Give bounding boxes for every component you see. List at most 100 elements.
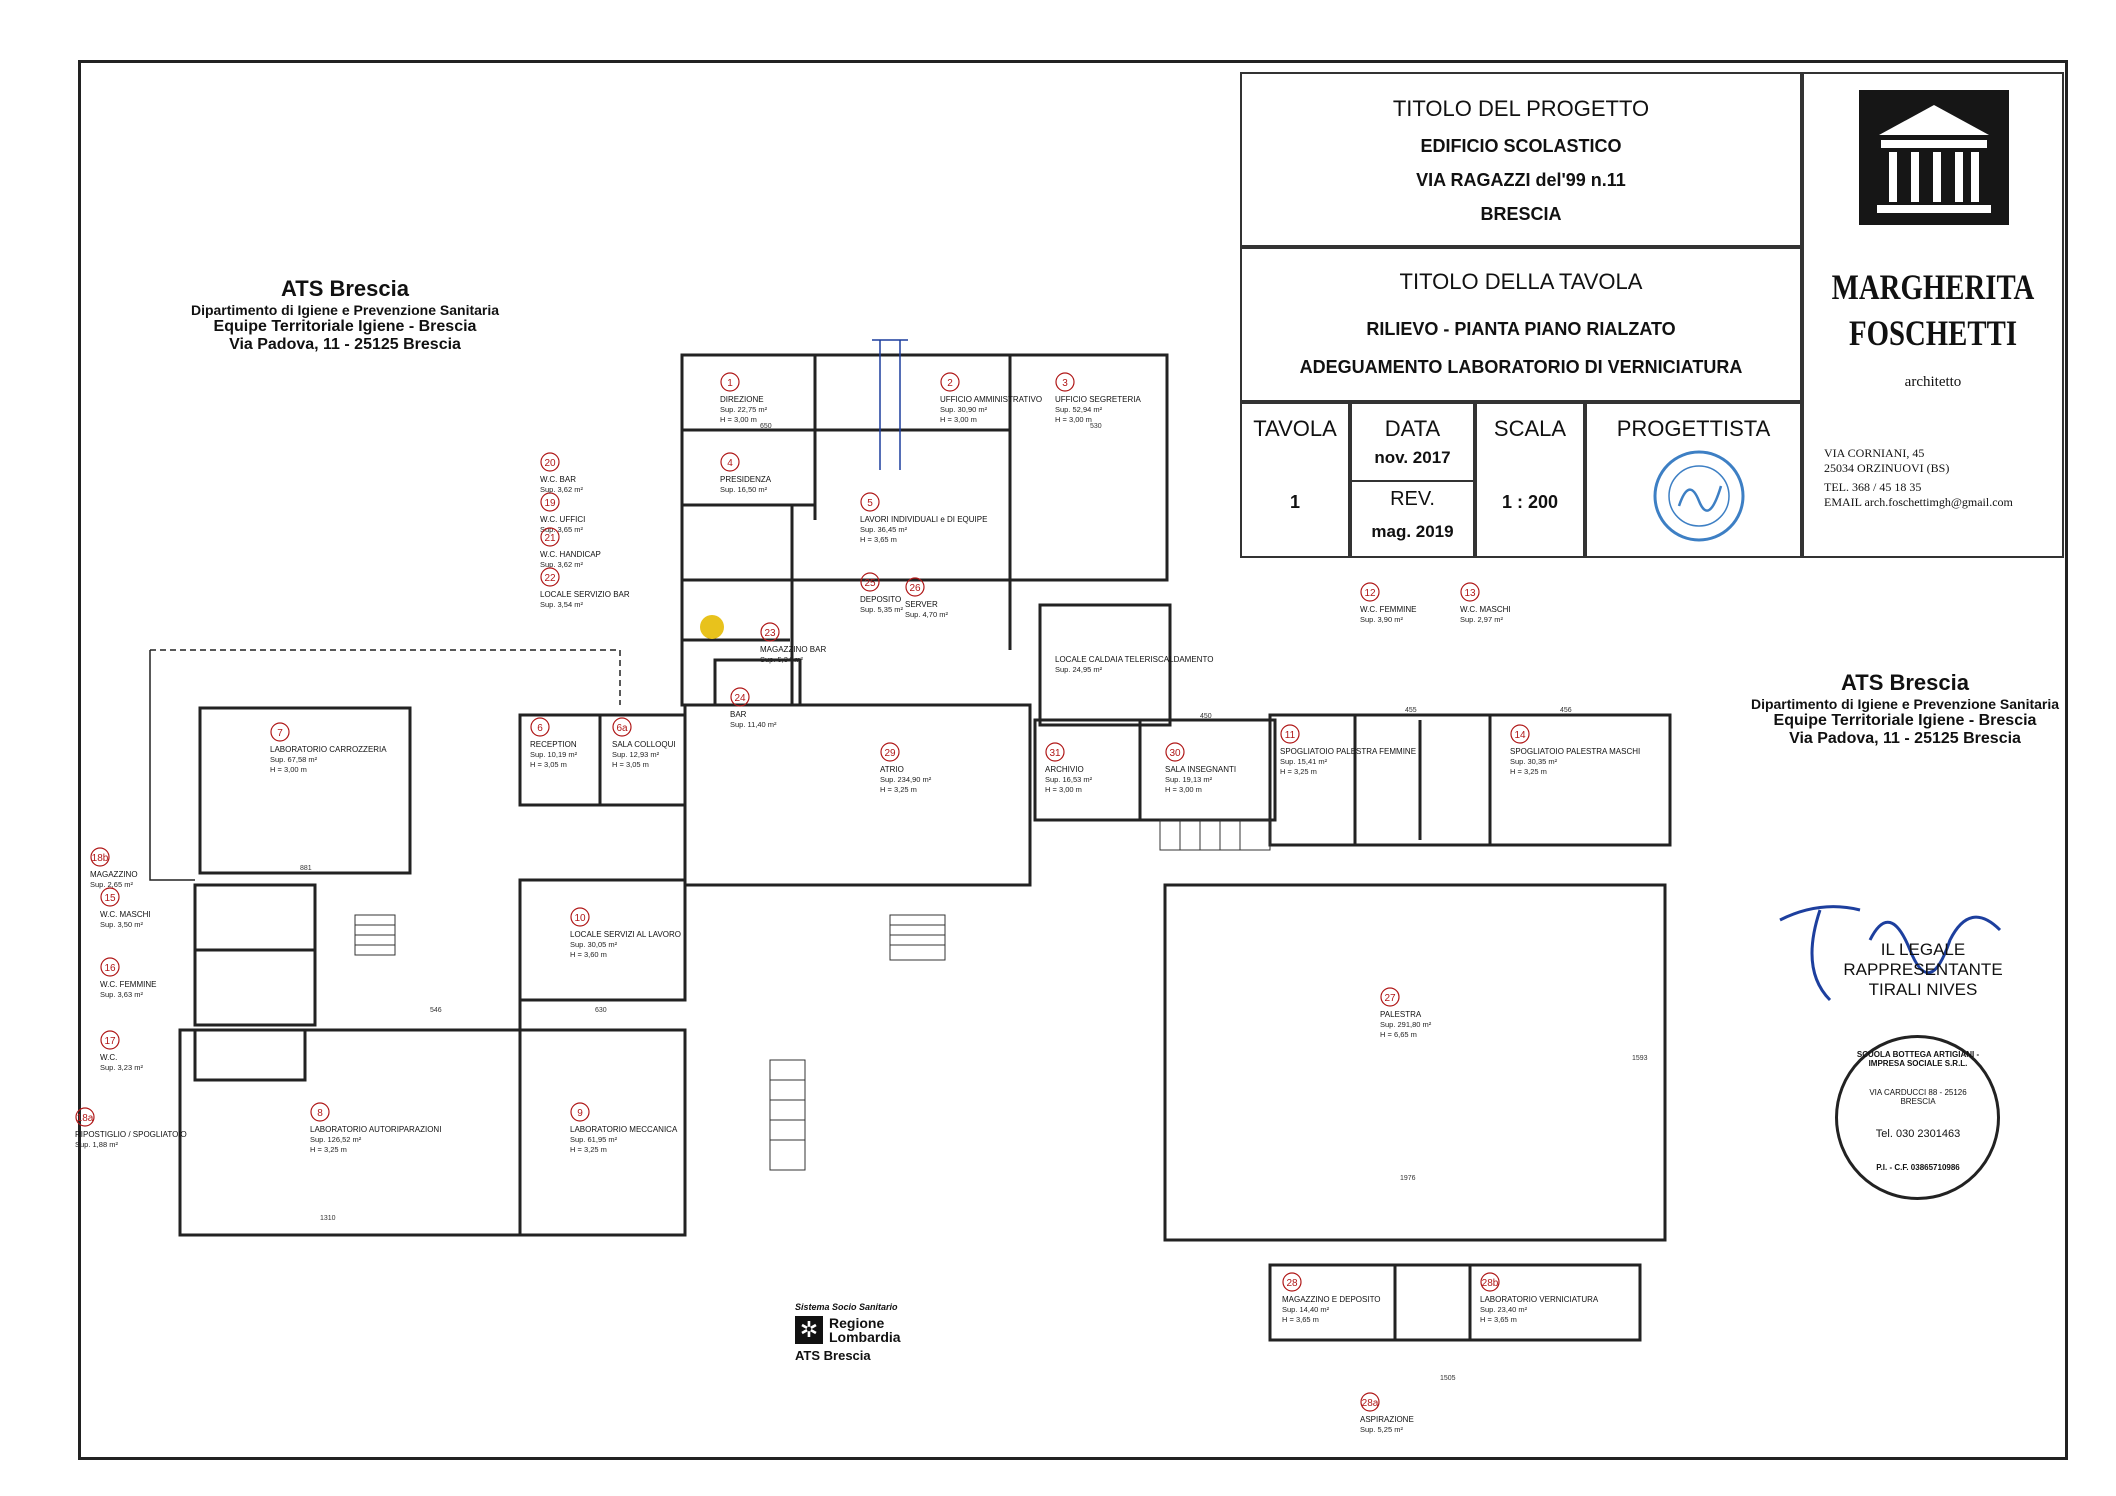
room-name: W.C. HANDICAP	[540, 550, 601, 559]
room-number-circle	[1282, 1272, 1302, 1292]
dim-label: 455	[1405, 707, 1417, 714]
wall-caldaia	[1038, 603, 1172, 727]
room-number-circle	[860, 572, 880, 592]
room-number: 9	[577, 1108, 583, 1119]
architect-name-1: MARGHERITA	[1831, 267, 2035, 307]
room-number-circle	[720, 452, 740, 472]
room-number: 28	[1286, 1278, 1298, 1289]
room-number: 6a	[616, 723, 628, 734]
room-name: UFFICIO SEGRETERIA	[1055, 395, 1141, 404]
ats-stamp-line-2: Equipe Territoriale Igiene - Brescia	[1773, 712, 2037, 729]
ats-stamp-left: ATS Brescia Dipartimento di Igiene e Pre…	[190, 276, 500, 354]
blue-marker	[872, 339, 908, 470]
room-height: H = 3,60 m	[570, 950, 607, 959]
room-name: LABORATORIO VERNICIATURA	[1480, 1295, 1599, 1304]
room-number-circle	[1380, 987, 1400, 1007]
room-name: SERVER	[905, 600, 938, 609]
ats-stamp-line-1: Dipartimento di Igiene e Prevenzione San…	[190, 302, 500, 318]
region-top: Sistema Socio Sanitario	[795, 1302, 898, 1312]
room-number: 14	[1514, 730, 1526, 741]
room-number-circle	[1460, 582, 1480, 602]
room-height: H = 3,25 m	[1280, 767, 1317, 776]
wall-verniciatura	[1268, 1263, 1642, 1342]
ats-stamp-line-3: Via Padova, 11 - 25125 Brescia	[1789, 730, 2021, 747]
dim-label: 546	[430, 1007, 442, 1014]
room-number-circle	[90, 847, 110, 867]
room-height: H = 3,00 m	[720, 415, 757, 424]
header-scala: SCALA	[1493, 416, 1567, 441]
room-number-circle	[540, 452, 560, 472]
cell-data: DATA nov. 2017 REV. mag. 2019	[1350, 402, 1475, 558]
room-surface: Sup. 36,45 m²	[860, 525, 908, 534]
room-surface: Sup. 16,53 m²	[1045, 775, 1093, 784]
region-name-2: Lombardia	[829, 1329, 901, 1345]
room-name: DIREZIONE	[720, 395, 764, 404]
dim-label: 881	[300, 865, 312, 872]
room-number: 24	[734, 693, 746, 704]
room-name: ARCHIVIO	[1045, 765, 1084, 774]
room-number-circle	[1510, 724, 1530, 744]
room-name: LABORATORIO CARROZZERIA	[270, 745, 387, 754]
room-number: 2	[947, 378, 953, 389]
room-number: 18a	[77, 1113, 94, 1124]
room-surface: Sup. 30,35 m²	[1510, 757, 1558, 766]
room-number-circle	[570, 907, 590, 927]
room-number-circle	[270, 722, 290, 742]
region-name-1: Regione	[829, 1315, 885, 1331]
room-number: 25	[864, 578, 876, 589]
dim-label: 450	[1200, 713, 1212, 720]
region-logo: Sistema Socio Sanitario ✲ Regione Lombar…	[795, 1302, 935, 1363]
progetto-line-3: BRESCIA	[1480, 204, 1562, 224]
room-name: LABORATORIO MECCANICA	[570, 1125, 678, 1134]
room-name: SALA COLLOQUI	[612, 740, 676, 749]
room-number: 5	[867, 498, 873, 509]
architect-email: EMAIL arch.foschettimgh@gmail.com	[1824, 495, 2013, 509]
room-surface: Sup. 11,40 m²	[730, 720, 777, 729]
room-name: W.C. FEMMINE	[100, 980, 156, 989]
seal-text: SCUOLA BOTTEGA ARTIGIANI - IMPRESA SOCIA…	[1856, 1050, 1980, 1068]
room-surface: Sup. 126,52 m²	[310, 1135, 362, 1144]
room-number: 6	[537, 723, 543, 734]
room-surface: Sup. 30,05 m²	[570, 940, 618, 949]
room-number-circle	[540, 527, 560, 547]
architect-tel: TEL. 368 / 45 18 35	[1824, 480, 1922, 494]
dim-label: 630	[595, 1007, 607, 1014]
room-number-circle	[1360, 1392, 1380, 1412]
room-number: 13	[1464, 588, 1476, 599]
header-data: DATA	[1384, 416, 1441, 441]
title-tavola-cell: TITOLO DELLA TAVOLA RILIEVO - PIANTA PIA…	[1240, 247, 1802, 402]
room-surface: Sup. 3,62 m²	[540, 485, 583, 494]
progetto-line-1: EDIFICIO SCOLASTICO	[1420, 136, 1622, 156]
room-name: DEPOSITO	[860, 595, 901, 604]
room-name: W.C. MASCHI	[100, 910, 151, 919]
room-surface: Sup. 3,63 m²	[100, 990, 143, 999]
room-number-circle	[1055, 372, 1075, 392]
room-number: 15	[104, 893, 116, 904]
room-height: H = 3,25 m	[880, 785, 917, 794]
room-number-circle	[730, 687, 750, 707]
cell-tavola: TAVOLA 1	[1240, 402, 1350, 558]
architect-address-1: VIA CORNIANI, 45	[1824, 446, 1925, 460]
room-surface: Sup. 3,54 m²	[540, 600, 583, 609]
room-number-circle	[1165, 742, 1185, 762]
room-surface: Sup. 3,90 m²	[1360, 615, 1403, 624]
ats-stamp-line-3: Via Padova, 11 - 25125 Brescia	[229, 336, 461, 353]
architect-address-2: 25034 ORZINUOVI (BS)	[1824, 461, 1950, 475]
room-number: 4	[727, 458, 733, 469]
architect-name-2: FOSCHETTI	[1848, 313, 2018, 353]
wall-locale-servizi	[518, 878, 687, 1002]
room-surface: Sup. 23,40 m²	[1480, 1305, 1528, 1314]
room-surface: Sup. 30,90 m²	[940, 405, 988, 414]
room-name: ASPIRAZIONE	[1360, 1415, 1414, 1424]
room-surface: Sup. 3,65 m²	[540, 525, 583, 534]
room-name: SPOGLIATOIO PALESTRA FEMMINE	[1280, 747, 1416, 756]
room-number-circle	[1480, 1272, 1500, 1292]
room-name: W.C. UFFICI	[540, 515, 585, 524]
room-height: H = 3,25 m	[570, 1145, 607, 1154]
room-height: H = 3,00 m	[270, 765, 307, 774]
architect-seal-icon	[1653, 450, 1745, 542]
value-rev: mag. 2019	[1371, 522, 1454, 541]
ats-stamp-title: ATS Brescia	[281, 276, 409, 301]
room-number: 7	[277, 728, 283, 739]
